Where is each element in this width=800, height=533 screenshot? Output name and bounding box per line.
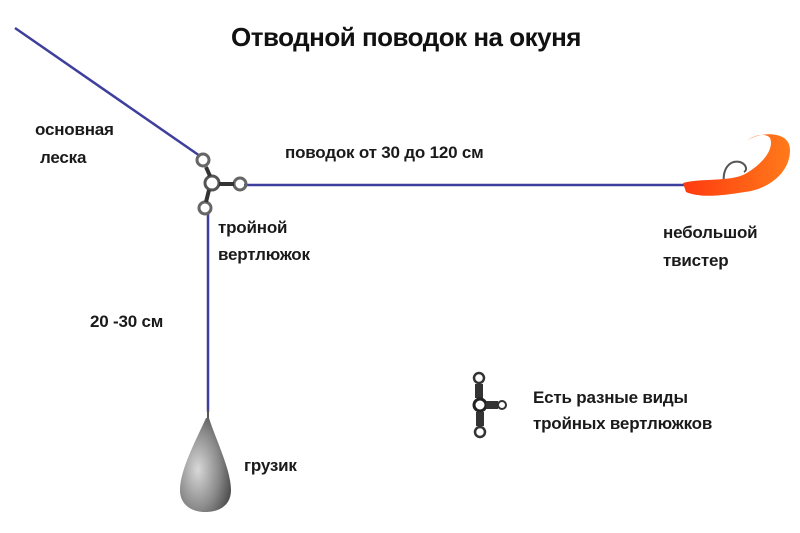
label-swivel-2: вертлюжок: [218, 245, 310, 264]
label-leader: поводок от 30 до 120 см: [285, 143, 484, 162]
sinker-icon: [180, 410, 231, 512]
label-sinker: грузик: [244, 456, 297, 475]
twister-icon: [683, 134, 790, 196]
label-note-2: тройных вертлюжков: [533, 414, 713, 433]
three-way-swivel-icon: [195, 152, 248, 216]
diagram-title: Отводной поводок на окуня: [231, 22, 581, 52]
label-twister-1: небольшой: [663, 223, 758, 242]
label-drop-length: 20 -30 см: [90, 312, 164, 331]
small-swivel-icon: [472, 371, 507, 439]
label-note-1: Есть разные виды: [533, 388, 688, 407]
label-twister-2: твистер: [663, 251, 729, 270]
label-main-line-2: леска: [40, 148, 87, 167]
label-swivel-1: тройной: [218, 218, 288, 237]
main-line: [14, 26, 201, 158]
label-main-line-1: основная: [35, 120, 114, 139]
